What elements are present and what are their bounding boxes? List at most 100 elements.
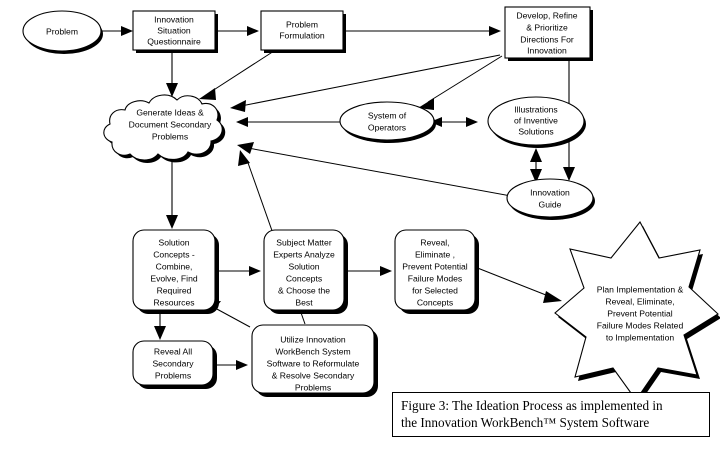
subject-matter-label-6: Best <box>295 297 313 307</box>
illustrations-label-1: Illustrations <box>514 104 557 114</box>
solution-concepts-label-5: Required <box>157 285 192 295</box>
innovation-guide-ellipse <box>506 178 594 218</box>
arrowhead-isq-to-problem-formulation <box>247 26 259 36</box>
illustrations-label-2: of Inventive <box>514 115 558 125</box>
node-problem-formulation[interactable]: Problem Formulation <box>260 10 346 53</box>
solution-concepts-label-2: Concepts - <box>153 249 195 259</box>
utilize-iwb-rect <box>251 324 375 394</box>
innovation-guide-label-2: Guide <box>539 199 562 209</box>
arrowhead-problem-formulation-to-develop <box>489 26 501 36</box>
edge-innovation-guide-to-generate-ideas <box>247 147 512 197</box>
solution-concepts-label-6: Resources <box>153 297 194 307</box>
generate-ideas-cloud-shape <box>103 94 223 161</box>
generate-ideas-label-3: Problems <box>152 131 188 141</box>
innovation-guide-label-1: Innovation <box>530 187 570 197</box>
arrowhead-isq-to-generate-ideas <box>166 83 178 97</box>
subject-matter-label-2: Experts Analyze <box>273 249 335 259</box>
arrowhead-problem-to-isq <box>121 26 133 36</box>
node-innovation-situation-questionnaire[interactable]: Innovation Situation Questionnaire <box>132 10 218 53</box>
develop-refine-label-3: Directions For <box>520 34 574 44</box>
node-subject-matter-experts[interactable]: Subject Matter Experts Analyze Solution … <box>263 229 348 314</box>
reveal-eliminate-label-3: Prevent Potential <box>402 261 468 271</box>
node-utilize-innovation-workbench[interactable]: Utilize Innovation WorkBench System Soft… <box>251 324 378 397</box>
problem-label: Problem <box>46 26 78 36</box>
problem-formulation-rect <box>260 10 344 51</box>
node-reveal-eliminate-prevent[interactable]: Reveal, Eliminate , Prevent Potential Fa… <box>394 229 479 314</box>
arrowhead-problem-formulation-to-generate-ideas <box>199 88 216 100</box>
node-generate-ideas-cloud[interactable]: Generate Ideas & Document Secondary Prob… <box>103 94 226 163</box>
utilize-iwb-label-3: Software to Reformulate <box>267 358 360 368</box>
arrowhead-develop-to-system-operators <box>418 98 434 110</box>
edge-utilize-iwb-to-solution-concepts <box>214 307 251 328</box>
arrowhead-reveal-all-to-utilize-iwb <box>236 360 248 370</box>
isq-label-3: Questionnaire <box>147 36 201 46</box>
arrowhead-up-to-illustrations <box>530 148 542 162</box>
edge-problem-formulation-to-generate-ideas <box>208 50 275 94</box>
connectors <box>101 26 575 370</box>
figure-caption-line-2: the Innovation WorkBench™ System Softwar… <box>401 414 650 430</box>
generate-ideas-label-2: Document Secondary <box>129 119 212 129</box>
arrowhead-down-to-innovation-guide <box>530 169 542 183</box>
plan-implementation-label-3: Prevent Potential <box>607 308 673 318</box>
reveal-eliminate-label-5: for Selected <box>412 285 458 295</box>
subject-matter-label-5: & Choose the <box>278 285 330 295</box>
system-operators-label-2: Operators <box>368 122 406 132</box>
illustrations-ellipse <box>487 96 585 146</box>
develop-refine-label-4: Innovation <box>527 45 567 55</box>
arrowhead-to-illustrations <box>466 117 478 127</box>
node-problem[interactable]: Problem <box>22 10 103 54</box>
subject-matter-label-3: Solution <box>288 261 319 271</box>
node-reveal-all-secondary-problems[interactable]: Reveal All Secondary Problems <box>132 340 217 389</box>
arrowhead-subject-matter-to-reveal-eliminate <box>380 266 392 276</box>
utilize-iwb-label-1: Utilize Innovation <box>280 334 346 344</box>
reveal-all-rect <box>132 340 214 386</box>
edge-develop-to-system-operators <box>427 55 503 103</box>
problem-ellipse <box>22 10 102 52</box>
node-innovation-guide[interactable]: Innovation Guide <box>506 178 595 220</box>
utilize-iwb-label-2: WorkBench System <box>275 346 350 356</box>
figure-caption-line-1: Figure 3: The Ideation Process as implem… <box>401 397 663 413</box>
arrowhead-innovation-guide-to-generate-ideas <box>237 142 254 154</box>
isq-rect <box>132 10 216 51</box>
arrowhead-to-system-operators <box>430 117 442 127</box>
node-plan-implementation-star[interactable]: Plan Implementation & Reveal, Eliminate,… <box>554 221 720 404</box>
reveal-eliminate-rect <box>394 229 476 311</box>
edge-reveal-eliminate-to-plan-implementation <box>474 266 552 298</box>
reveal-all-label-1: Reveal All <box>154 346 192 356</box>
reveal-eliminate-label-2: Eliminate , <box>415 249 455 259</box>
develop-refine-rect <box>504 6 591 59</box>
arrowhead-solution-concepts-to-subject-matter <box>249 266 261 276</box>
arrowhead-solution-concepts-to-reveal-all <box>154 326 166 340</box>
arrowhead-develop-to-generate-ideas <box>230 100 246 112</box>
arrowhead-develop-to-innovation-guide <box>563 167 575 181</box>
solution-concepts-label-3: Combine, <box>156 261 193 271</box>
subject-matter-rect <box>263 229 345 311</box>
utilize-iwb-label-5: Problems <box>295 382 331 392</box>
plan-implementation-label-1: Plan Implementation & <box>597 284 684 294</box>
reveal-eliminate-label-6: Concepts <box>417 297 453 307</box>
problem-formulation-label-1: Problem <box>286 19 318 29</box>
node-develop-refine-prioritize[interactable]: Develop, Refine & Prioritize Directions … <box>504 6 593 61</box>
plan-implementation-label-4: Failure Modes Related <box>597 320 684 330</box>
utilize-iwb-label-4: & Resolve Secondary <box>272 370 355 380</box>
reveal-all-label-3: Problems <box>155 370 191 380</box>
solution-concepts-label-4: Evolve, Find <box>150 273 198 283</box>
node-system-of-operators[interactable]: System of Operators <box>339 101 436 143</box>
develop-refine-label-1: Develop, Refine <box>516 10 577 20</box>
arrowhead-generate-ideas-to-solution-concepts <box>166 215 178 229</box>
node-solution-concepts[interactable]: Solution Concepts - Combine, Evolve, Fin… <box>132 229 219 314</box>
develop-refine-label-2: & Prioritize <box>526 22 568 32</box>
plan-implementation-label-5: to Implementation <box>606 332 675 342</box>
edge-develop-to-generate-ideas <box>240 54 501 107</box>
subject-matter-label-1: Subject Matter <box>276 237 332 247</box>
isq-label-2: Situation <box>157 25 191 35</box>
solution-concepts-rect <box>132 229 216 311</box>
solution-concepts-label-1: Solution <box>158 237 189 247</box>
plan-implementation-label-2: Reveal, Eliminate, <box>605 296 674 306</box>
generate-ideas-label-1: Generate Ideas & <box>136 107 204 117</box>
problem-formulation-label-2: Formulation <box>279 30 325 40</box>
node-illustrations-of-inventive-solutions[interactable]: Illustrations of Inventive Solutions <box>487 96 586 148</box>
system-operators-label-1: System of <box>368 110 407 120</box>
